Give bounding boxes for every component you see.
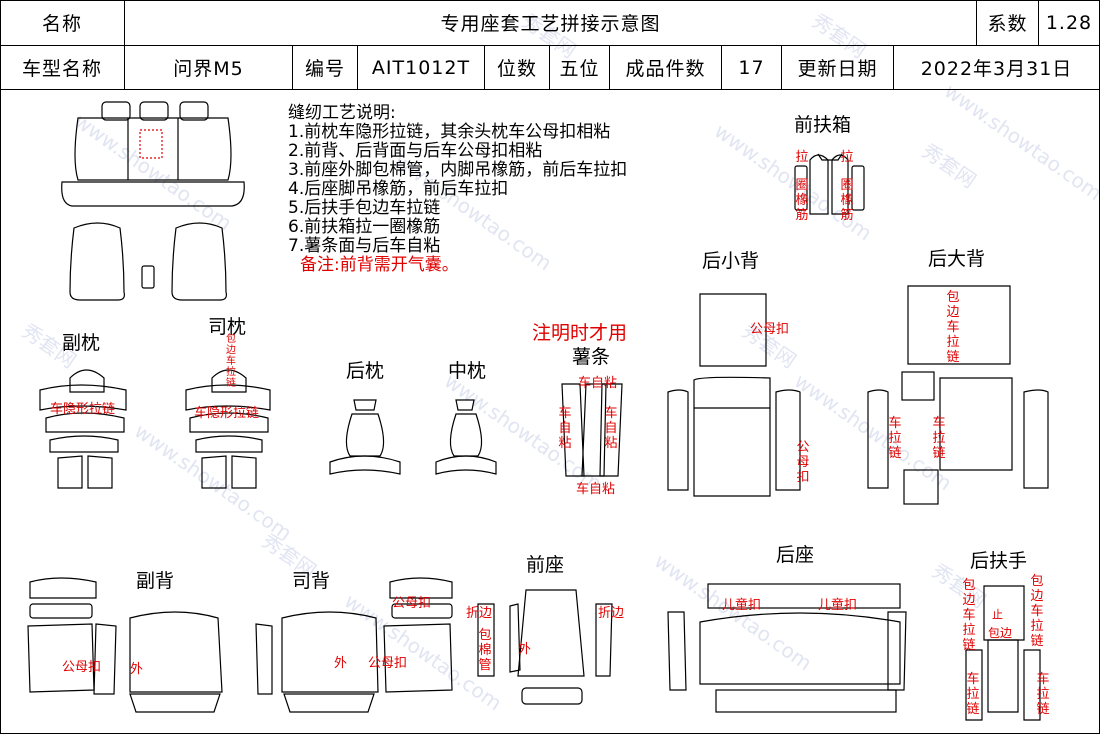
note-item: 3.前座外脚包棉管，内脚吊橡筋，前后车拉扣 bbox=[288, 160, 628, 180]
rear-big-back-pattern bbox=[867, 285, 1049, 505]
driver-back-pattern bbox=[255, 577, 453, 713]
note-item: 5.后扶手包边车拉链 bbox=[288, 198, 441, 218]
annotation-child-lock: 儿童扣 bbox=[722, 598, 762, 613]
annotation-outer: 外 bbox=[130, 662, 144, 677]
annotation-self-adhesive: 车自粘 bbox=[604, 406, 618, 451]
coef-value: 1.28 bbox=[1039, 0, 1100, 46]
section-title-rear-pillow: 后枕 bbox=[346, 360, 385, 382]
annotation-outer: 外 bbox=[334, 656, 348, 671]
model-value: 问界M5 bbox=[125, 46, 293, 90]
section-title-front-seat: 前座 bbox=[526, 554, 565, 576]
annotation-folded-edge: 折边 bbox=[466, 606, 493, 621]
sewing-notes: 缝纫工艺说明: 1.前枕车隐形拉链，其余头枕车公母扣相粘 2.前背、后背面与后车… bbox=[288, 104, 627, 275]
section-title-passenger-pillow: 副枕 bbox=[62, 332, 101, 354]
pieces-value: 17 bbox=[722, 46, 782, 90]
date-label: 更新日期 bbox=[782, 46, 894, 90]
annotation-elastic: 圈橡筋 bbox=[840, 178, 854, 223]
annotation-self-adhesive: 车自粘 bbox=[576, 482, 616, 497]
seats-value: 五位 bbox=[550, 46, 610, 90]
pieces-label: 成品件数 bbox=[610, 46, 722, 90]
code-value: AIT1012T bbox=[358, 46, 485, 90]
date-value: 2022年3月31日 bbox=[894, 46, 1100, 90]
annotation-hidden-zipper: 车隐形拉链 bbox=[50, 402, 116, 417]
annotation-zipper: 车拉链 bbox=[966, 672, 980, 717]
notes-heading: 缝纫工艺说明: bbox=[288, 103, 396, 123]
section-title-passenger-back: 副背 bbox=[136, 570, 175, 592]
note-item: 1.前枕车隐形拉链，其余头枕车公母扣相粘 bbox=[288, 122, 611, 142]
rear-small-back-pattern bbox=[667, 293, 801, 497]
section-title-rear-small-back: 后小背 bbox=[702, 250, 760, 272]
section-title-chips: 薯条 bbox=[572, 346, 611, 368]
annotation-zipper: 车拉链 bbox=[1036, 672, 1050, 717]
annotation-elastic: 圈橡筋 bbox=[795, 178, 809, 223]
annotation-buckle: 公母扣 bbox=[392, 596, 432, 611]
note-item: 2.前背、后背面与后车公母扣相粘 bbox=[288, 141, 543, 161]
front-armbox-pattern bbox=[794, 153, 865, 215]
annotation-self-adhesive: 车自粘 bbox=[558, 406, 572, 451]
chips-pattern bbox=[561, 383, 623, 477]
header-table: 名称 专用座套工艺拼接示意图 系数 1.28 车型名称 问界M5 编号 AIT1… bbox=[0, 0, 1100, 92]
annotation-hidden-zipper: 车隐形拉链 bbox=[194, 406, 260, 421]
annotation-outer: 外 bbox=[518, 642, 532, 657]
driver-pillow-pattern bbox=[185, 369, 271, 489]
section-title-rear-seat: 后座 bbox=[776, 544, 815, 566]
model-label: 车型名称 bbox=[0, 46, 125, 90]
code-label: 编号 bbox=[293, 46, 358, 90]
annotation-binding-zipper: 包边车拉链 bbox=[226, 334, 236, 389]
annotation-folded-edge: 折边 bbox=[598, 606, 625, 621]
section-title-front-armbox: 前扶箱 bbox=[794, 114, 852, 136]
annotation-buckle: 公母扣 bbox=[750, 322, 790, 337]
rear-pillow-pattern bbox=[329, 399, 401, 475]
annotation-la: 拉 bbox=[840, 150, 854, 165]
rear-armrest-pattern bbox=[965, 585, 1041, 721]
annotation-stop: 止 bbox=[992, 608, 1003, 621]
annotation-zipper: 车拉链 bbox=[932, 416, 946, 461]
section-title-driver-pillow: 司枕 bbox=[208, 316, 247, 338]
pattern-drawing bbox=[27, 101, 1049, 721]
section-title-rear-big-back: 后大背 bbox=[928, 248, 986, 270]
sheet-title: 专用座套工艺拼接示意图 bbox=[125, 0, 977, 46]
chips-note: 注明时才用 bbox=[532, 322, 628, 344]
annotation-la: 拉 bbox=[795, 150, 809, 165]
name-label: 名称 bbox=[0, 0, 125, 46]
rear-seat-pattern bbox=[667, 583, 907, 713]
annotation-child-lock: 儿童扣 bbox=[818, 598, 858, 613]
seat-overview-diagram bbox=[61, 101, 245, 301]
note-item: 7.薯条面与后车自粘 bbox=[288, 236, 441, 256]
annotation-buckle: 公母扣 bbox=[796, 440, 810, 485]
annotation-binding-zipper: 包边车拉链 bbox=[946, 290, 960, 365]
annotation-buckle: 公母扣 bbox=[368, 656, 408, 671]
section-title-middle-pillow: 中枕 bbox=[448, 360, 487, 382]
middle-pillow-pattern bbox=[435, 399, 497, 475]
annotation-cotton-tube: 包棉管 bbox=[478, 628, 492, 673]
passenger-pillow-pattern bbox=[39, 369, 127, 489]
notes-remark: 备注:前背需开气囊。 bbox=[300, 255, 459, 275]
annotation-self-adhesive: 车自粘 bbox=[578, 376, 618, 391]
seats-label: 位数 bbox=[485, 46, 550, 90]
front-seat-pattern bbox=[477, 589, 613, 705]
section-title-driver-back: 司背 bbox=[292, 570, 331, 592]
annotation-binding-zipper: 包边车拉链 bbox=[962, 578, 976, 653]
note-item: 6.前扶箱拉一圈橡筋 bbox=[288, 217, 441, 237]
note-item: 4.后座脚吊橡筋，前后车拉扣 bbox=[288, 179, 509, 199]
annotation-zipper: 车拉链 bbox=[888, 416, 902, 461]
annotation-binding-zipper: 包边车拉链 bbox=[1030, 574, 1044, 649]
annotation-binding: 包边 bbox=[988, 626, 1013, 640]
coef-label: 系数 bbox=[977, 0, 1039, 46]
passenger-back-pattern bbox=[27, 577, 223, 713]
section-title-rear-armrest: 后扶手 bbox=[970, 550, 1028, 572]
annotation-buckle: 公母扣 bbox=[62, 660, 102, 675]
